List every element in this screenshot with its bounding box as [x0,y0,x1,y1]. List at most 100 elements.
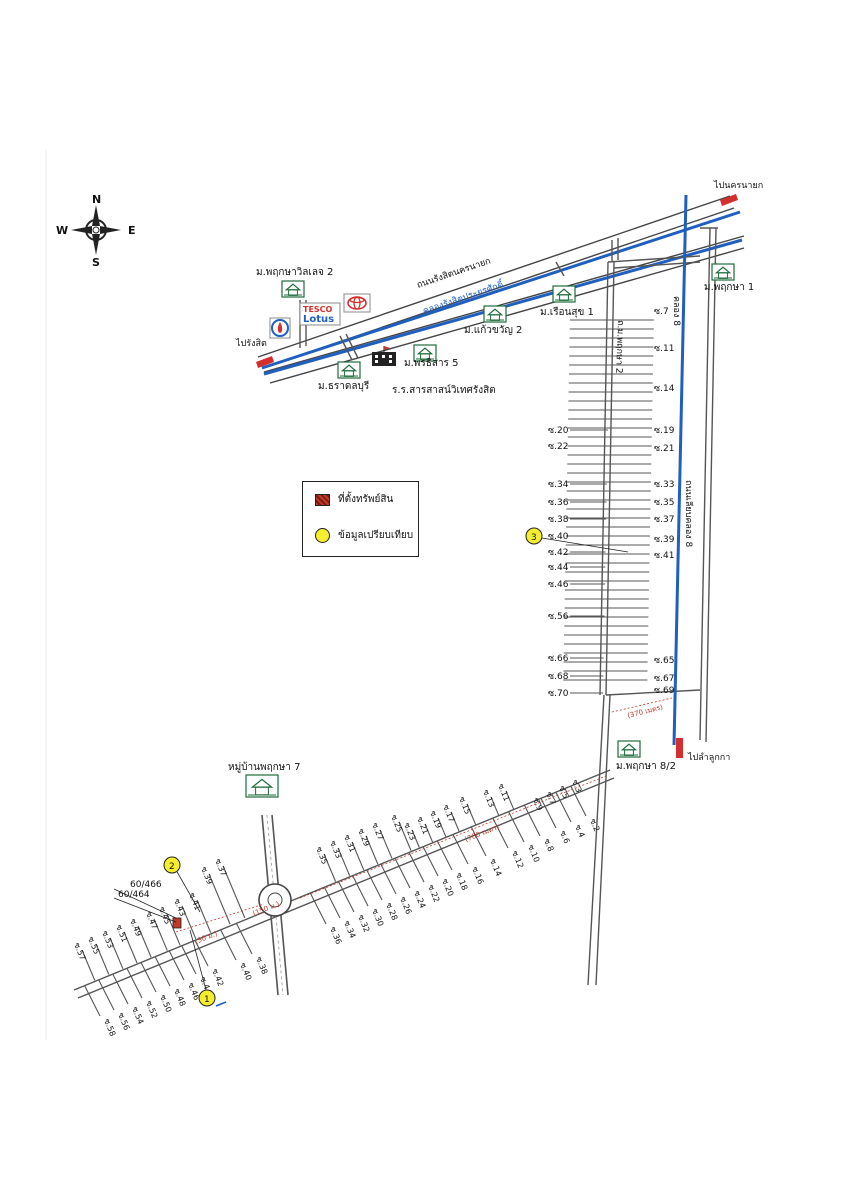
diag-soi-upper-3: ซ.9 [531,796,544,811]
north-soi-right-9: ซ.41 [654,551,674,561]
north-soi-grid: ซ.20ซ.22ซ.34ซ.36ซ.38ซ.40ซ.42ซ.44ซ.46ซ.56… [548,307,675,699]
diag-soi-lower-0: ซ.2 [588,817,601,832]
north-soi-right-1: ซ.11 [654,344,674,354]
diag-soi-lower-6: ซ.14 [488,857,503,877]
diag-soi-lower-20: ซ.42 [210,967,225,987]
north-soi-right-5: ซ.33 [654,480,674,490]
diag-soi-lower-24: ซ.50 [158,993,173,1013]
label-highway: ถนนรังสิตนครนายก [415,256,492,291]
diag-soi-upper-5: ซ.13 [481,788,496,808]
arrow-lamlukka [676,738,683,758]
diag-soi-upper-20: ซ.43 [172,897,187,917]
label-plot-60-464: 60/464 [118,890,150,900]
house-icon [552,285,576,303]
label-plot-60-466: 60/466 [130,880,162,890]
compass-n: N [92,193,101,206]
label-m-kaewkwan2: ม.แก้วขวัญ 2 [464,324,522,336]
diag-soi-upper-24: ซ.51 [114,923,129,943]
arrow-nakhonnayok [720,194,738,206]
diag-soi-upper-19: ซ.41 [187,891,202,911]
north-soi-left-12: ซ.70 [548,689,569,699]
dimension-lines [175,697,673,933]
north-soi-left-2: ซ.34 [548,480,569,490]
rangsit-canal [261,210,741,370]
legend-comparison: ข้อมูลเปรียบเทียบ [315,528,413,543]
compass-w: W [56,224,68,237]
diag-soi-upper-23: ซ.49 [128,917,143,937]
diag-soi-lower-3: ซ.8 [542,837,555,852]
diag-soi-lower-13: ซ.28 [384,901,399,921]
diag-soi-upper-14: ซ.31 [342,833,357,853]
legend-property: ที่ตั้งทรัพย์สิน [315,492,393,507]
diag-soi-upper-22: ซ.47 [144,910,159,930]
diag-soi-lower-26: ซ.54 [130,1005,145,1025]
diag-soi-lower-23: ซ.48 [172,987,187,1007]
label-pai-nakhonnayok: ไปนครนายก [713,180,763,191]
property-swatch [315,493,330,506]
diag-soi-upper-16: ซ.35 [314,845,329,865]
property-marker [172,917,182,929]
svg-text:2: 2 [169,862,175,872]
diag-soi-upper-25: ซ.53 [100,929,115,949]
diag-soi-upper-11: ซ.25 [389,813,404,833]
khlong8-canal [672,194,688,746]
label-road-mpruksa2: ถ.ม.พฤกษา 2 [613,320,625,374]
north-soi-right-7: ซ.37 [654,515,674,525]
north-soi-left-6: ซ.42 [548,548,568,558]
north-soi-left-9: ซ.56 [548,612,569,622]
diag-soi-lower-25: ซ.52 [144,999,159,1019]
house-icon [413,344,437,362]
diag-soi-upper-10: ซ.23 [402,821,417,841]
diag-soi-lower-2: ซ.6 [558,829,571,844]
comparison-swatch [315,528,330,543]
diag-soi-lower-7: ซ.16 [470,865,485,885]
diag-soi-lower-14: ซ.30 [370,907,385,927]
north-soi-right-8: ซ.39 [654,535,675,545]
house-icon [337,361,361,379]
north-soi-right-3: ซ.19 [654,426,675,436]
north-soi-left-5: ซ.40 [548,532,569,542]
north-soi-right-2: ซ.14 [654,384,675,394]
diag-soi-lower-4: ซ.10 [526,843,541,863]
diag-soi-lower-15: ซ.32 [356,913,371,933]
diag-soi-lower-27: ซ.56 [116,1011,131,1031]
north-soi-left-10: ซ.66 [548,654,569,664]
diag-soi-upper-6: ซ.15 [457,795,472,815]
label-pai-lamlukka: ไปลำลูกกา [687,752,730,763]
diag-soi-lower-10: ซ.22 [426,883,441,903]
diag-soi-lower-1: ซ.4 [573,823,586,838]
diag-soi-upper-18: ซ.39 [199,865,214,885]
diag-soi-lower-16: ซ.34 [342,919,357,939]
diag-soi-lower-9: ซ.20 [440,877,455,897]
diag-soi-lower-17: ซ.36 [328,925,343,945]
school-icon [372,346,396,366]
north-soi-left-7: ซ.44 [548,563,569,573]
compass-s: S [92,256,100,269]
north-soi-right-12: ซ.69 [654,686,675,696]
house-icon [711,263,735,281]
diag-soi-upper-7: ซ.17 [441,803,456,823]
house-icon [483,305,507,323]
ptt-logo [269,317,291,339]
diag-soi-lower-11: ซ.24 [412,889,427,909]
tesco-text: TESCO [303,305,333,314]
label-m-pornsiri5: ม.พรธิสาร 5 [404,358,458,369]
north-soi-left-11: ซ.68 [548,672,569,682]
label-m-ruenoonsuk1: ม.เรือนสุข 1 [540,306,594,318]
diag-soi-upper-12: ซ.27 [370,821,385,841]
north-soi-right-10: ซ.65 [654,656,674,666]
legend-property-label: ที่ตั้งทรัพย์สิน [338,494,394,505]
compass-e: E [128,224,136,237]
toyota-logo [343,293,371,313]
label-m-tharadol: ม.ธราดลบุรี [318,380,370,392]
diag-soi-upper-27: ซ.57 [72,941,87,961]
roundabout [258,883,292,917]
north-soi-right-4: ซ.21 [654,444,674,454]
diag-soi-lower-12: ซ.26 [398,895,413,915]
house-icon [281,280,305,298]
label-road-khlong8: ถนนเลียบคลอง 8 [683,480,694,548]
diag-soi-lower-8: ซ.18 [454,871,469,891]
south-soi-grid: ซ.3ซ.5ซ.7ซ.9ซ.11ซ.13ซ.15ซ.17ซ.19ซ.21ซ.23… [72,778,601,1037]
north-soi-right-11: ซ.67 [654,674,674,684]
svg-text:1: 1 [204,995,210,1005]
